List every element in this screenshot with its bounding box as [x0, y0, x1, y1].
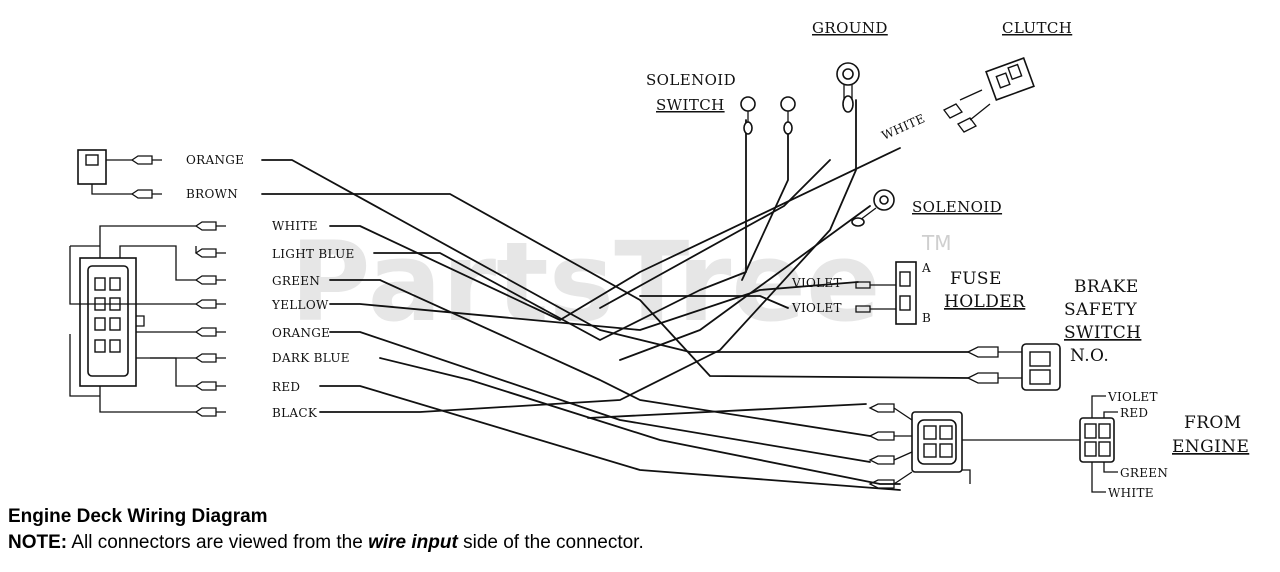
fuse-label-a: A	[921, 261, 931, 275]
from-engine-connector	[1079, 395, 1118, 493]
caption-title: Engine Deck Wiring Diagram	[8, 506, 268, 527]
wire-label-engine-green: GREEN	[1120, 466, 1168, 480]
label-brake-1: BRAKE	[1074, 277, 1139, 297]
caption-note-emphasis: wire input	[368, 532, 458, 553]
caption-note-post: side of the connector.	[457, 532, 644, 553]
wire-label-white-clutch: WHITE	[880, 111, 928, 142]
wire-label-light-blue: LIGHT BLUE	[272, 247, 355, 261]
center-4pin-connector	[868, 403, 1080, 489]
label-from-engine-1: FROM	[1184, 413, 1242, 433]
solenoid-terminal	[851, 189, 895, 227]
fuse-label-b: B	[922, 311, 931, 325]
clutch-connector	[943, 57, 1035, 133]
wire-label-red: RED	[272, 380, 300, 394]
wire-label-engine-red: RED	[1120, 406, 1148, 420]
label-clutch: CLUTCH	[1002, 19, 1072, 37]
top-left-connector	[77, 149, 132, 195]
main-harness-connector	[69, 225, 196, 413]
wiring-diagram: PartsTree TM	[69, 19, 1249, 500]
label-solenoid-switch-1: SOLENOID	[646, 71, 736, 89]
wire-label-black: BLACK	[272, 406, 318, 420]
wire-label-violet-1: VIOLET	[791, 276, 842, 290]
label-fuse-holder-2: HOLDER	[944, 292, 1026, 312]
wire-label-orange: ORANGE	[272, 326, 330, 340]
wire-label-brown: BROWN	[186, 187, 238, 201]
wire-label-green: GREEN	[272, 274, 320, 288]
label-solenoid-switch-2: SWITCH	[656, 96, 725, 114]
wire-label-white: WHITE	[272, 219, 318, 233]
wire-label-dark-blue: DARK BLUE	[272, 351, 350, 365]
wire-label-engine-violet: VIOLET	[1107, 390, 1158, 404]
label-brake-4: N.O.	[1070, 346, 1109, 366]
label-solenoid: SOLENOID	[912, 198, 1002, 216]
wire-label-yellow: YELLOW	[271, 298, 329, 312]
watermark-tm: TM	[921, 231, 951, 255]
harness-wires	[261, 99, 969, 491]
label-ground: GROUND	[812, 19, 888, 37]
label-fuse-holder-1: FUSE	[950, 269, 1002, 289]
caption-note-pre: All connectors are viewed from the	[67, 532, 369, 553]
caption: Engine Deck Wiring Diagram NOTE: All con…	[8, 504, 644, 556]
label-brake-2: SAFETY	[1064, 300, 1137, 320]
wire-label-engine-white: WHITE	[1108, 486, 1154, 500]
fuse-holder	[855, 261, 917, 325]
wire-label-violet-2: VIOLET	[791, 301, 842, 315]
ground-terminal	[836, 62, 860, 113]
caption-note-label: NOTE:	[8, 532, 68, 553]
wire-label-orange-top: ORANGE	[186, 153, 244, 167]
label-from-engine-2: ENGINE	[1172, 437, 1249, 457]
left-terminals	[130, 155, 226, 417]
label-brake-3: SWITCH	[1064, 323, 1141, 343]
brake-safety-switch	[966, 343, 1061, 391]
caption-note: NOTE: All connectors are viewed from the…	[8, 530, 644, 556]
solenoid-switch	[740, 96, 796, 281]
